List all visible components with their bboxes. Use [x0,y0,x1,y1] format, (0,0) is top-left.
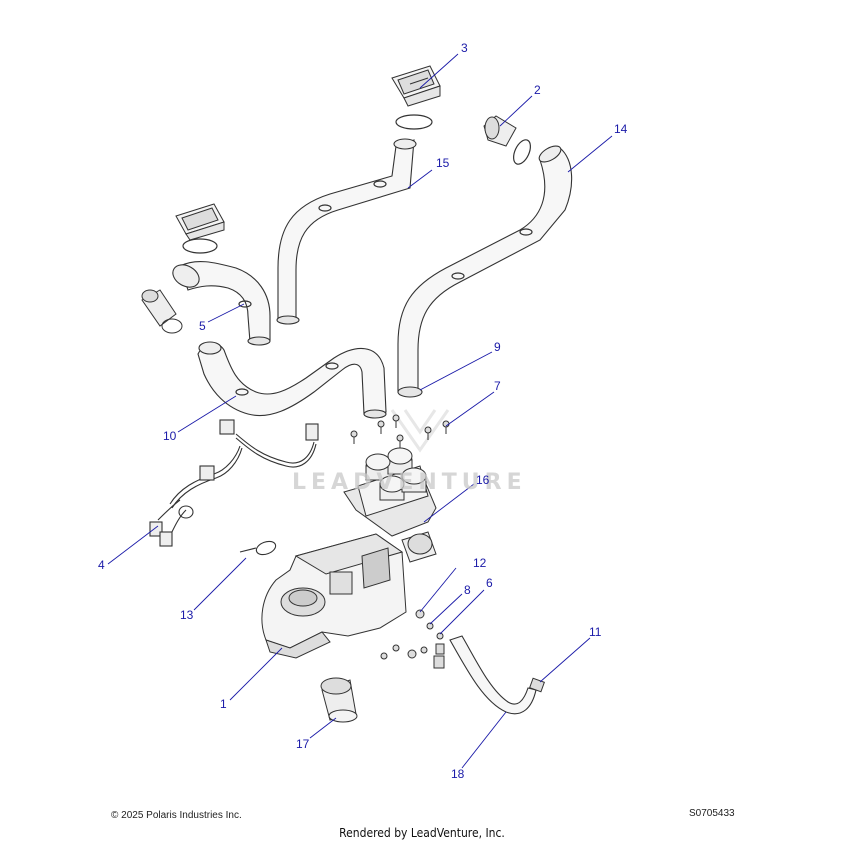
callout-3[interactable]: 3 [461,41,468,55]
callout-4[interactable]: 4 [98,558,105,572]
callout-5[interactable]: 5 [199,319,206,333]
duct-adapter [401,531,437,563]
screws-7 [350,414,450,448]
duct-10 [197,341,387,419]
callout-9[interactable]: 9 [494,340,501,354]
callout-12[interactable]: 12 [473,556,487,570]
vent-seal-ring-upper [395,114,433,130]
duct-15 [276,138,417,325]
callout-1[interactable]: 1 [220,697,227,711]
heater-box-1 [261,533,407,659]
vent-outlet-17 [320,677,358,723]
callout-11[interactable]: 11 [589,625,602,639]
duct-9-14 [397,145,573,398]
copyright-notice: © 2025 Polaris Industries Inc. [111,810,242,821]
callout-7[interactable]: 7 [494,379,501,393]
callout-17[interactable]: 17 [296,737,310,751]
defrost-vent-2 [483,115,517,147]
callout-8[interactable]: 8 [464,583,471,597]
drawing-id: S0705433 [689,808,735,819]
callout-10[interactable]: 10 [163,429,177,443]
render-credit: Rendered by LeadVenture, Inc. [339,826,505,840]
callout-15[interactable]: 15 [436,156,450,170]
callout-18[interactable]: 18 [451,767,465,781]
callout-6[interactable]: 6 [486,576,493,590]
callout-14[interactable]: 14 [614,122,628,136]
watermark-text: LEADVENTURE [292,470,527,495]
defrost-vent-3 [391,65,441,107]
vent-seal-ring-left [182,238,218,254]
vent-seal-ring-2 [513,139,531,165]
defrost-vent-left [175,203,225,241]
wiring-harness-4 [149,419,319,547]
callout-16[interactable]: 16 [476,473,490,487]
watermark-logo [390,409,450,453]
vent-adapter-left [141,289,183,334]
heater-hose-18 [449,635,537,715]
callout-13[interactable]: 13 [180,608,194,622]
duct-5 [172,260,271,346]
callout-leaders [107,53,613,769]
fittings-6-8-12 [380,609,445,669]
distribution-manifold-16 [343,447,437,537]
hose-clamp-13 [239,540,277,556]
callout-2[interactable]: 2 [534,83,541,97]
